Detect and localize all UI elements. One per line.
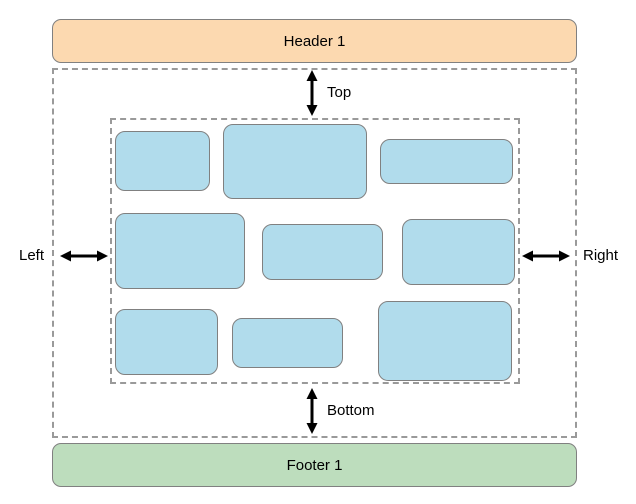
bottom-spacing-label: Bottom — [327, 402, 375, 419]
right-spacing-label: Right — [583, 247, 619, 264]
content-block-r2-c1[interactable] — [115, 213, 245, 289]
inner-dashed-container — [110, 118, 520, 384]
header-band[interactable]: Header 1 — [52, 19, 577, 63]
left-spacing-label: Left — [19, 247, 45, 264]
bottom-spacing-arrow-icon — [306, 388, 318, 434]
right-spacing-arrow-icon — [522, 250, 570, 262]
outer-dashed-container — [52, 68, 577, 438]
content-block-r1-c3[interactable] — [380, 139, 513, 184]
content-block-r2-c3[interactable] — [402, 219, 515, 285]
content-block-r3-c1[interactable] — [115, 309, 218, 375]
content-block-r3-c2[interactable] — [232, 318, 343, 368]
left-spacing-arrow-icon — [60, 250, 108, 262]
content-block-r2-c2[interactable] — [262, 224, 383, 280]
header-band-label: Header 1 — [283, 32, 346, 50]
top-spacing-label: Top — [327, 84, 352, 101]
content-block-r3-c3[interactable] — [378, 301, 512, 381]
content-block-r1-c1[interactable] — [115, 131, 210, 191]
footer-band-label: Footer 1 — [286, 456, 343, 474]
top-spacing-arrow-icon — [306, 70, 318, 116]
content-block-r1-c2[interactable] — [223, 124, 367, 199]
footer-band[interactable]: Footer 1 — [52, 443, 577, 487]
